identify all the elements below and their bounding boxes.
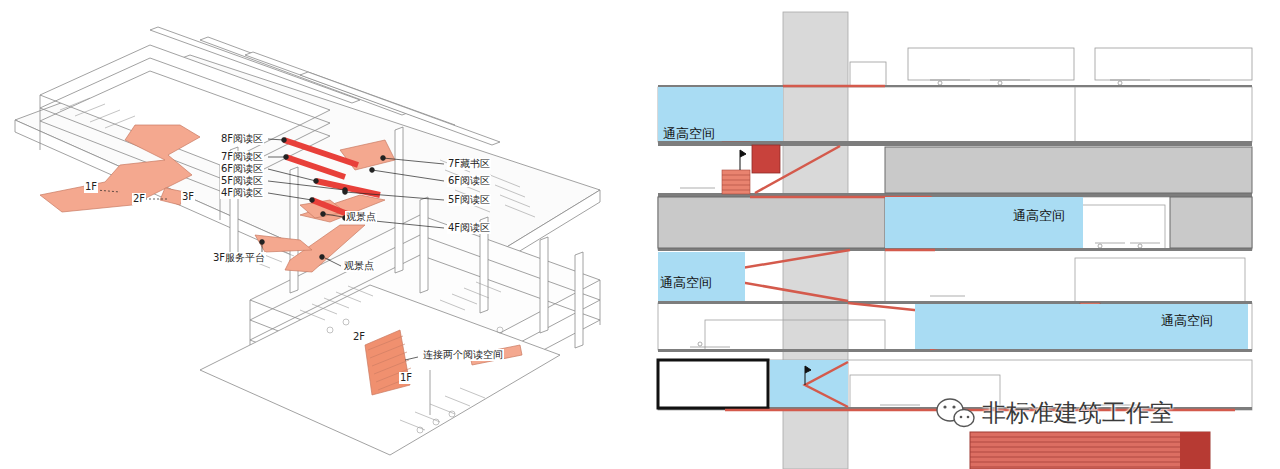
floor-label: 7F阅读区 (220, 151, 264, 163)
space-label: 通高空间 (1013, 208, 1065, 223)
floor-label: 3F服务平台 (212, 252, 266, 264)
double-height-space: 通高空间 (658, 252, 745, 301)
space-label: 通高空间 (660, 275, 712, 290)
floor-label: 4F阅读区 (220, 187, 264, 199)
floor-label: 1F (84, 181, 98, 193)
space-label: 通高空间 (1161, 313, 1213, 328)
floor-label: 观景点 (343, 260, 375, 272)
floor-label: 2F (132, 193, 146, 205)
floor-label: 3F (181, 191, 195, 203)
double-height-space: 通高空间 (658, 87, 783, 141)
space-label: 通高空间 (663, 126, 715, 141)
floor-label: 6F阅读区 (220, 163, 264, 175)
watermark: 非标准建筑工作室 (982, 399, 1174, 427)
floor-label: 5F阅读区 (220, 175, 264, 187)
floor-label: 连接两个阅读空间 (422, 349, 504, 361)
floor-label: 6F阅读区 (447, 175, 491, 187)
floor-label: 1F (399, 372, 413, 384)
floor-label: 5F阅读区 (447, 194, 491, 206)
floor-label: 2F (352, 331, 366, 343)
floor-label: 7F藏书区 (447, 158, 491, 170)
floor-label: 观景点 (345, 211, 377, 223)
floor-label: 8F阅读区 (220, 133, 264, 145)
double-height-space: 通高空间 (915, 304, 1248, 349)
floor-label: 4F阅读区 (447, 222, 491, 234)
double-height-space: 通高空间 (885, 197, 1083, 248)
